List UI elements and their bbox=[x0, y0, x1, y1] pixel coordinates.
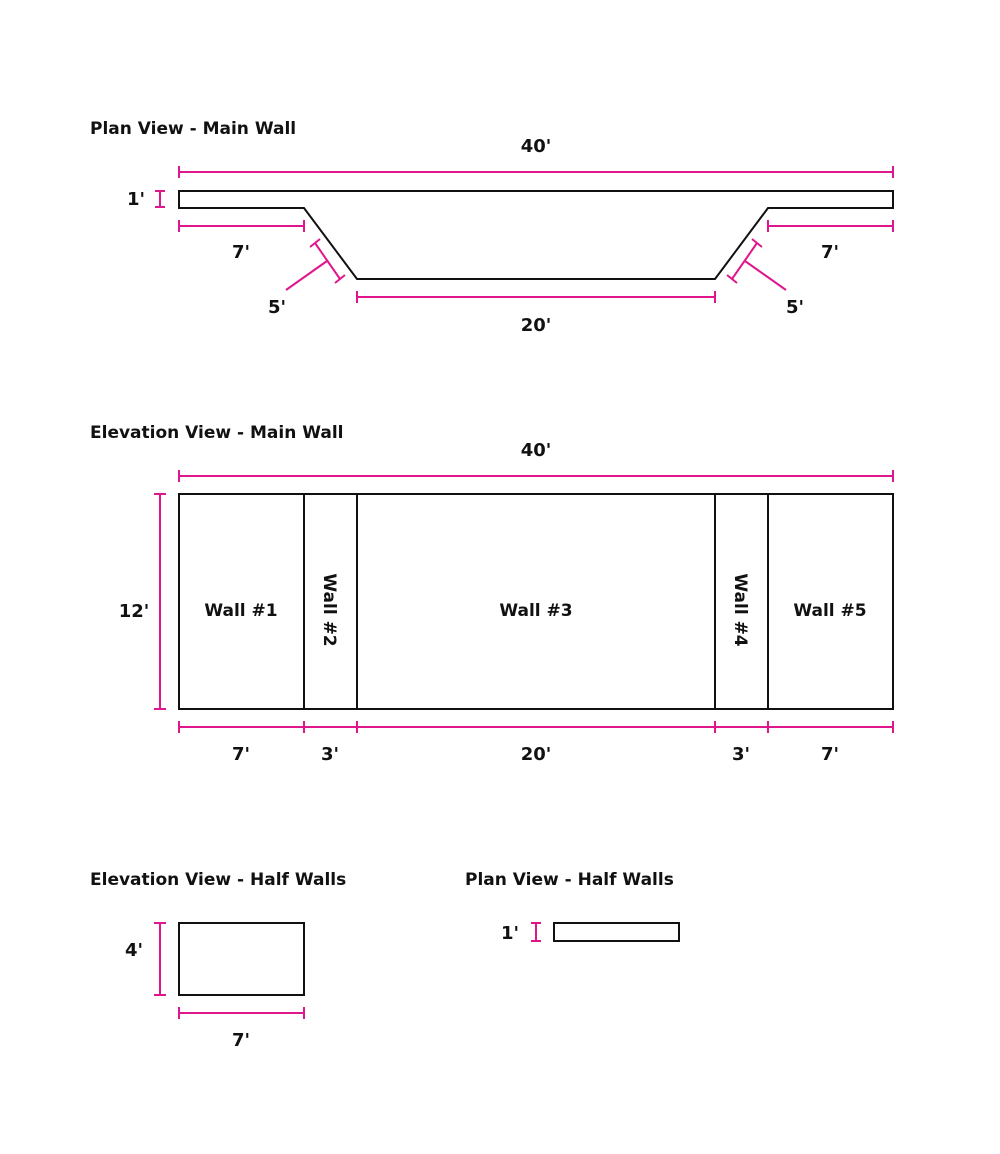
wall-5-width-label: 7' bbox=[821, 744, 839, 765]
elev-main-total-label: 40' bbox=[521, 440, 552, 461]
wall-4-width-label: 3' bbox=[732, 744, 750, 765]
plan-main-right-angle-dimension bbox=[726, 238, 787, 291]
plan-main-center-dimension bbox=[356, 291, 716, 303]
wall-4-label: Wall #4 bbox=[730, 573, 750, 646]
plan-main-left-label: 7' bbox=[232, 242, 250, 263]
half-wall-plan-panel bbox=[553, 922, 680, 942]
wall-5-label: Wall #5 bbox=[793, 601, 866, 621]
wall-3-label: Wall #3 bbox=[499, 601, 572, 621]
elev-half-width-label: 7' bbox=[232, 1030, 250, 1051]
elev-half-height-label: 4' bbox=[125, 940, 143, 961]
elev-main-height-dimension bbox=[154, 493, 166, 710]
wall-5-panel bbox=[767, 493, 894, 710]
plan-half-title: Plan View - Half Walls bbox=[465, 870, 674, 890]
plan-main-total-dimension bbox=[178, 166, 894, 178]
elev-half-width-dimension bbox=[178, 1007, 305, 1019]
plan-main-title: Plan View - Main Wall bbox=[90, 119, 296, 139]
plan-main-thickness-dimension bbox=[155, 190, 165, 208]
plan-main-thickness-label: 1' bbox=[127, 189, 145, 210]
elev-main-title: Elevation View - Main Wall bbox=[90, 423, 344, 443]
plan-main-left-angle-label: 5' bbox=[268, 297, 286, 318]
plan-main-right-angle-label: 5' bbox=[786, 297, 804, 318]
plan-half-thickness-label: 1' bbox=[501, 923, 519, 944]
elev-half-title: Elevation View - Half Walls bbox=[90, 870, 346, 890]
plan-main-center-label: 20' bbox=[521, 315, 552, 336]
wall-2-label: Wall #2 bbox=[319, 573, 339, 646]
elev-half-height-dimension bbox=[154, 922, 166, 996]
plan-main-left-angle-dimension bbox=[285, 238, 346, 291]
plan-half-thickness-dimension bbox=[531, 922, 541, 942]
plan-main-right-label: 7' bbox=[821, 242, 839, 263]
elev-main-height-label: 12' bbox=[119, 601, 150, 622]
elev-main-total-dimension bbox=[178, 470, 894, 482]
wall-3-width-label: 20' bbox=[521, 744, 552, 765]
wall-2-width-label: 3' bbox=[321, 744, 339, 765]
wall-1-width-label: 7' bbox=[232, 744, 250, 765]
wall-1-label: Wall #1 bbox=[204, 601, 277, 621]
half-wall-elevation-panel bbox=[178, 922, 305, 996]
plan-main-left-dimension bbox=[178, 220, 305, 232]
elev-main-segment-dimensions bbox=[178, 721, 894, 733]
plan-main-right-dimension bbox=[767, 220, 894, 232]
plan-main-total-label: 40' bbox=[521, 136, 552, 157]
plan-main-wall-outline bbox=[178, 190, 894, 280]
